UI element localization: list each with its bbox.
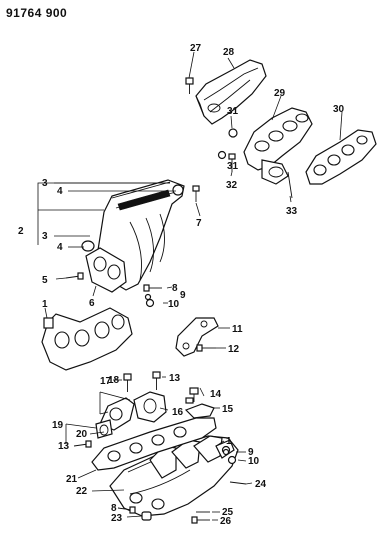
bolt-26-icon — [191, 516, 210, 524]
bolt-27-icon — [185, 77, 194, 94]
catalog-number: 91764 900 — [6, 6, 68, 20]
bracket-15-icon — [184, 403, 215, 419]
sensor-14-icon — [185, 387, 199, 404]
callout-4-lower: 4 — [57, 242, 63, 253]
intake-gasket-icon — [41, 307, 133, 371]
intake-gasket-lower-icon — [91, 417, 217, 471]
callout-13-lower: 13 — [58, 441, 70, 452]
callout-8-lower: 8 — [111, 503, 117, 514]
callout-13-upper: 13 — [169, 373, 181, 384]
bolt-13-lower-icon — [73, 440, 92, 448]
callout-22: 22 — [76, 486, 88, 497]
stud-24-icon — [229, 481, 247, 485]
callout-3-upper: 3 — [42, 178, 48, 189]
plug-23-icon — [141, 511, 152, 521]
callout-2: 2 — [18, 226, 24, 237]
callout-27: 27 — [190, 43, 202, 54]
callout-23: 23 — [111, 513, 123, 524]
callout-1-upper: 1 — [42, 299, 48, 310]
washer-9-icon — [144, 293, 152, 301]
callout-31-lower: 31 — [227, 161, 239, 172]
callout-24: 24 — [255, 479, 267, 490]
intake-plenum-icon — [81, 179, 185, 293]
bolt-18-icon — [123, 373, 132, 392]
callout-14: 14 — [210, 389, 222, 400]
callout-30: 30 — [333, 104, 345, 115]
callout-4-upper: 4 — [57, 186, 63, 197]
callout-29: 29 — [274, 88, 286, 99]
callout-3-lower: 3 — [42, 231, 48, 242]
callout-19: 19 — [52, 420, 64, 431]
callout-8-upper: 8 — [172, 283, 178, 294]
nut-10-lower-icon — [227, 455, 237, 465]
nut-31-icon — [217, 128, 238, 160]
callout-5: 5 — [42, 275, 48, 286]
bolt-5-icon — [65, 272, 84, 280]
exhaust-manifold-icon — [243, 107, 313, 185]
callout-32: 32 — [226, 180, 238, 191]
callout-11: 11 — [232, 324, 243, 335]
pin-7-icon — [192, 185, 200, 202]
callout-25: 25 — [222, 507, 234, 518]
callout-10-lower: 10 — [248, 456, 260, 467]
callout-18: 18 — [108, 375, 120, 386]
bolt-13-upper-icon — [152, 371, 161, 390]
callout-6: 6 — [89, 298, 95, 309]
callout-16: 16 — [172, 407, 184, 418]
callout-10-upper: 10 — [168, 299, 180, 310]
callout-9-lower: 9 — [248, 447, 254, 458]
callout-21: 21 — [66, 474, 78, 485]
bolt-8-icon — [143, 284, 162, 292]
callout-28: 28 — [223, 47, 235, 58]
water-outlet-icon — [95, 391, 167, 439]
callout-31-upper: 31 — [227, 106, 239, 117]
stud-33-icon — [287, 171, 293, 199]
exhaust-gasket-icon — [305, 129, 377, 185]
heat-shield-icon — [195, 59, 267, 125]
callout-12: 12 — [228, 344, 240, 355]
bolt-8-lower-icon — [117, 506, 136, 514]
bracket-11-icon — [175, 317, 219, 357]
callout-26: 26 — [220, 516, 232, 527]
nut-10-icon — [145, 298, 155, 308]
callout-labels: 27 28 29 30 31 31 32 33 3 4 7 2 3 4 5 6 … — [18, 43, 345, 527]
callout-17: 17 — [100, 376, 112, 387]
stud-32-icon — [228, 153, 236, 172]
callout-9-upper: 9 — [180, 290, 186, 301]
callout-33: 33 — [286, 206, 298, 217]
bolt-12-icon — [196, 344, 216, 352]
callout-15: 15 — [222, 404, 234, 415]
callout-7: 7 — [196, 218, 202, 229]
callout-1-lower: 1 — [226, 436, 232, 447]
callout-20: 20 — [76, 429, 88, 440]
washer-9-lower-icon — [222, 448, 230, 456]
